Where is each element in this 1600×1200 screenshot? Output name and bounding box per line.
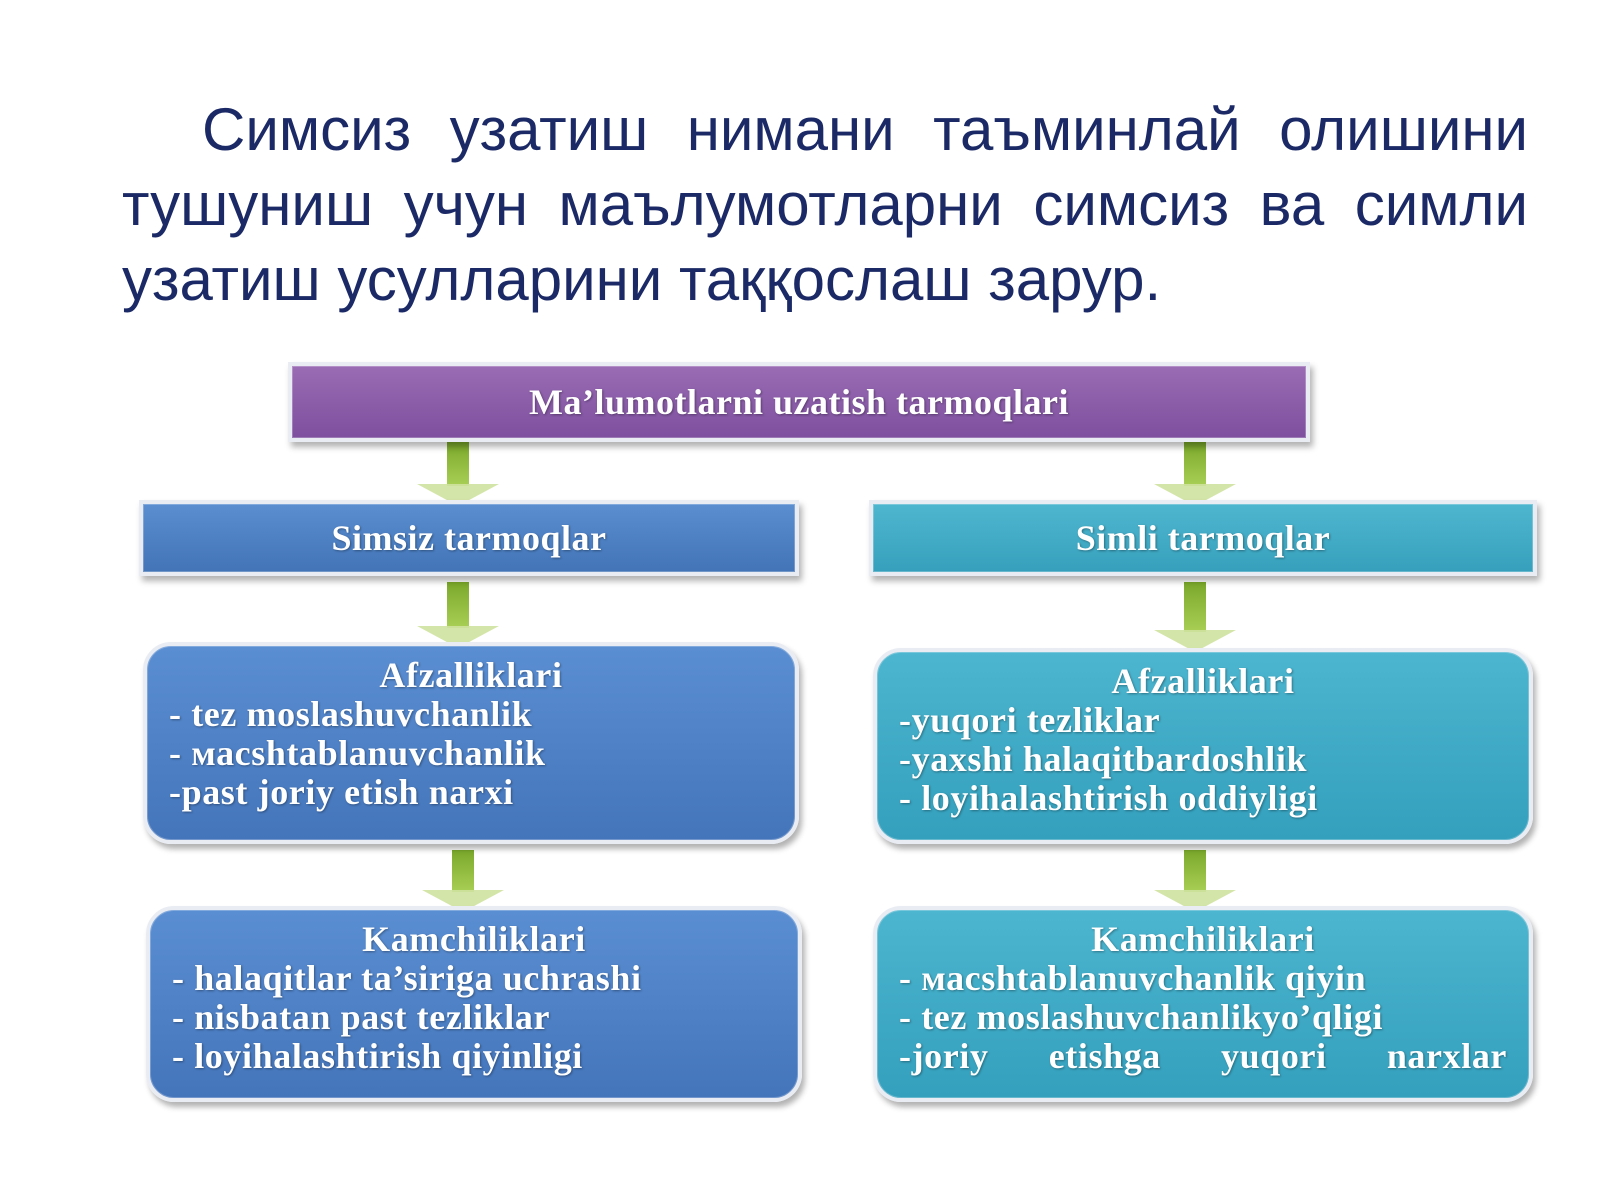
list-item: -past joriy etish narxi (169, 772, 514, 812)
list-word: yuqori (1221, 1036, 1327, 1076)
arrow-right-adv-dis (1154, 850, 1236, 912)
wired-networks-header: Simli tarmoqlar (869, 500, 1537, 576)
list-item: -yuqori tezliklar (899, 700, 1161, 740)
list-item: - nisbatan past tezliklar (172, 997, 551, 1037)
list-item: - масshtablanuvchanlik (169, 733, 546, 773)
list-item: - tez moslashuvchanlikyo’qligi (899, 997, 1384, 1037)
arrow-right-header-adv (1154, 582, 1236, 652)
list-item: - loyihalashtirish qiyinligi (172, 1036, 583, 1076)
wireless-advantages-card: Afzalliklari - tez moslashuvchanlik - ма… (143, 642, 799, 844)
wired-advantages-card: Afzalliklari -yuqori tezliklar -yaxshi h… (873, 648, 1533, 844)
arrow-root-left (417, 442, 499, 506)
arrow-left-header-adv (417, 582, 499, 648)
wireless-networks-header: Simsiz tarmoqlar (139, 500, 799, 576)
card-title: Afzalliklari (1111, 661, 1295, 701)
root-node: Ma’lumotlarni uzatish tarmoqlari (288, 362, 1310, 442)
card-title: Kamchiliklari (362, 919, 586, 959)
list-word: etishga (1048, 1036, 1161, 1076)
list-item: - loyihalashtirish oddiyligi (899, 778, 1318, 818)
card-title: Kamchiliklari (1091, 919, 1315, 959)
list-item: -joriy etishga yuqori narxlar (899, 1037, 1507, 1076)
wireless-disadvantages-card: Kamchiliklari - halaqitlar ta’siriga uch… (146, 906, 802, 1102)
intro-paragraph: Симсиз узатиш нимани таъминлай олишини т… (122, 96, 1528, 313)
arrow-root-right (1154, 442, 1236, 506)
list-item: - halaqitlar ta’siriga uchrashi (172, 958, 642, 998)
arrow-left-adv-dis (422, 850, 504, 912)
list-item: -yaxshi halaqitbardoshlik (899, 739, 1308, 779)
card-title: Afzalliklari (379, 655, 563, 695)
wired-disadvantages-card: Kamchiliklari - масshtablanuvchanlik qiy… (873, 906, 1533, 1102)
list-item: - tez moslashuvchanlik (169, 694, 533, 734)
list-word: -joriy (899, 1036, 989, 1076)
list-word: narxlar (1386, 1036, 1507, 1076)
list-item: - масshtablanuvchanlik qiyin (899, 958, 1367, 998)
